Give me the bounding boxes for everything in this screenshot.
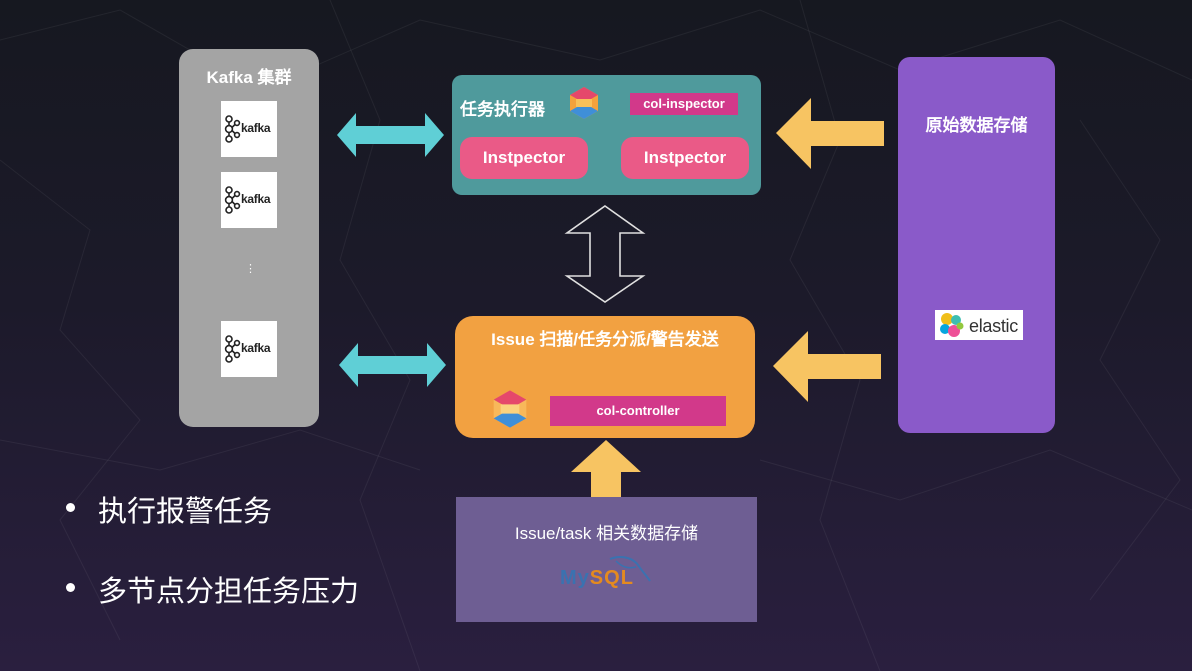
col-logo-icon (493, 390, 527, 428)
kafka-logo-text: kafka (241, 121, 271, 135)
kafka-cluster-panel: Kafka 集群 kafka kafka ⋮ (179, 49, 319, 427)
issue-task-storage-title: Issue/task 相关数据存储 (514, 524, 699, 543)
bullet-text: 多节点分担任务压力 (98, 576, 360, 608)
col-controller-tag: col-controller (550, 396, 726, 426)
kafka-icon (224, 115, 241, 143)
kafka-logo-text: kafka (241, 192, 271, 206)
col-inspector-tag: col-inspector (630, 93, 738, 115)
kafka-logo: kafka (221, 101, 277, 157)
kafka-icon (224, 335, 241, 363)
kafka-logo: kafka (221, 172, 277, 228)
kafka-executor-arrow (337, 113, 444, 157)
inspector-worker: Instpector (460, 137, 588, 179)
kafka-cluster-title: Kafka 集群 (206, 68, 292, 87)
db-to-issue-arrow (571, 440, 641, 497)
task-executor-panel: 任务执行器 col-inspector Instpector Instpecto… (452, 75, 761, 195)
executor-issue-double-arrow (564, 205, 646, 303)
kafka-issue-arrow (339, 343, 446, 387)
elastic-logo: elastic (935, 310, 1023, 340)
mysql-logo-my: My (560, 567, 590, 589)
kafka-ellipsis: ⋮ (245, 263, 256, 275)
kafka-icon (224, 186, 241, 214)
mysql-dolphin-icon (609, 556, 651, 582)
kafka-logo: kafka (221, 321, 277, 377)
inspector-worker: Instpector (621, 137, 749, 179)
issue-task-storage-panel: Issue/task 相关数据存储 MySQL (456, 497, 757, 622)
mysql-logo: MySQL (560, 567, 634, 590)
mysql-logo-sql: SQL (589, 567, 634, 589)
raw-data-storage-title: 原始数据存储 (925, 116, 1028, 135)
issue-controller-title: Issue 扫描/任务分派/警告发送 (491, 330, 719, 349)
bullet-text: 执行报警任务 (98, 496, 273, 528)
issue-controller-panel: Issue 扫描/任务分派/警告发送 col-controller (455, 316, 755, 438)
raw-data-storage-panel: 原始数据存储 elastic (898, 57, 1055, 433)
kafka-logo-text: kafka (241, 341, 271, 355)
task-executor-title: 任务执行器 (460, 100, 545, 119)
elastic-icon (940, 313, 964, 337)
raw-storage-to-executor-arrow (776, 98, 884, 169)
bullet-dot (66, 503, 75, 512)
col-logo-icon (570, 87, 598, 119)
bullet-dot (66, 583, 75, 592)
elastic-logo-text: elastic (969, 316, 1018, 336)
raw-storage-to-issue-arrow (773, 331, 881, 402)
